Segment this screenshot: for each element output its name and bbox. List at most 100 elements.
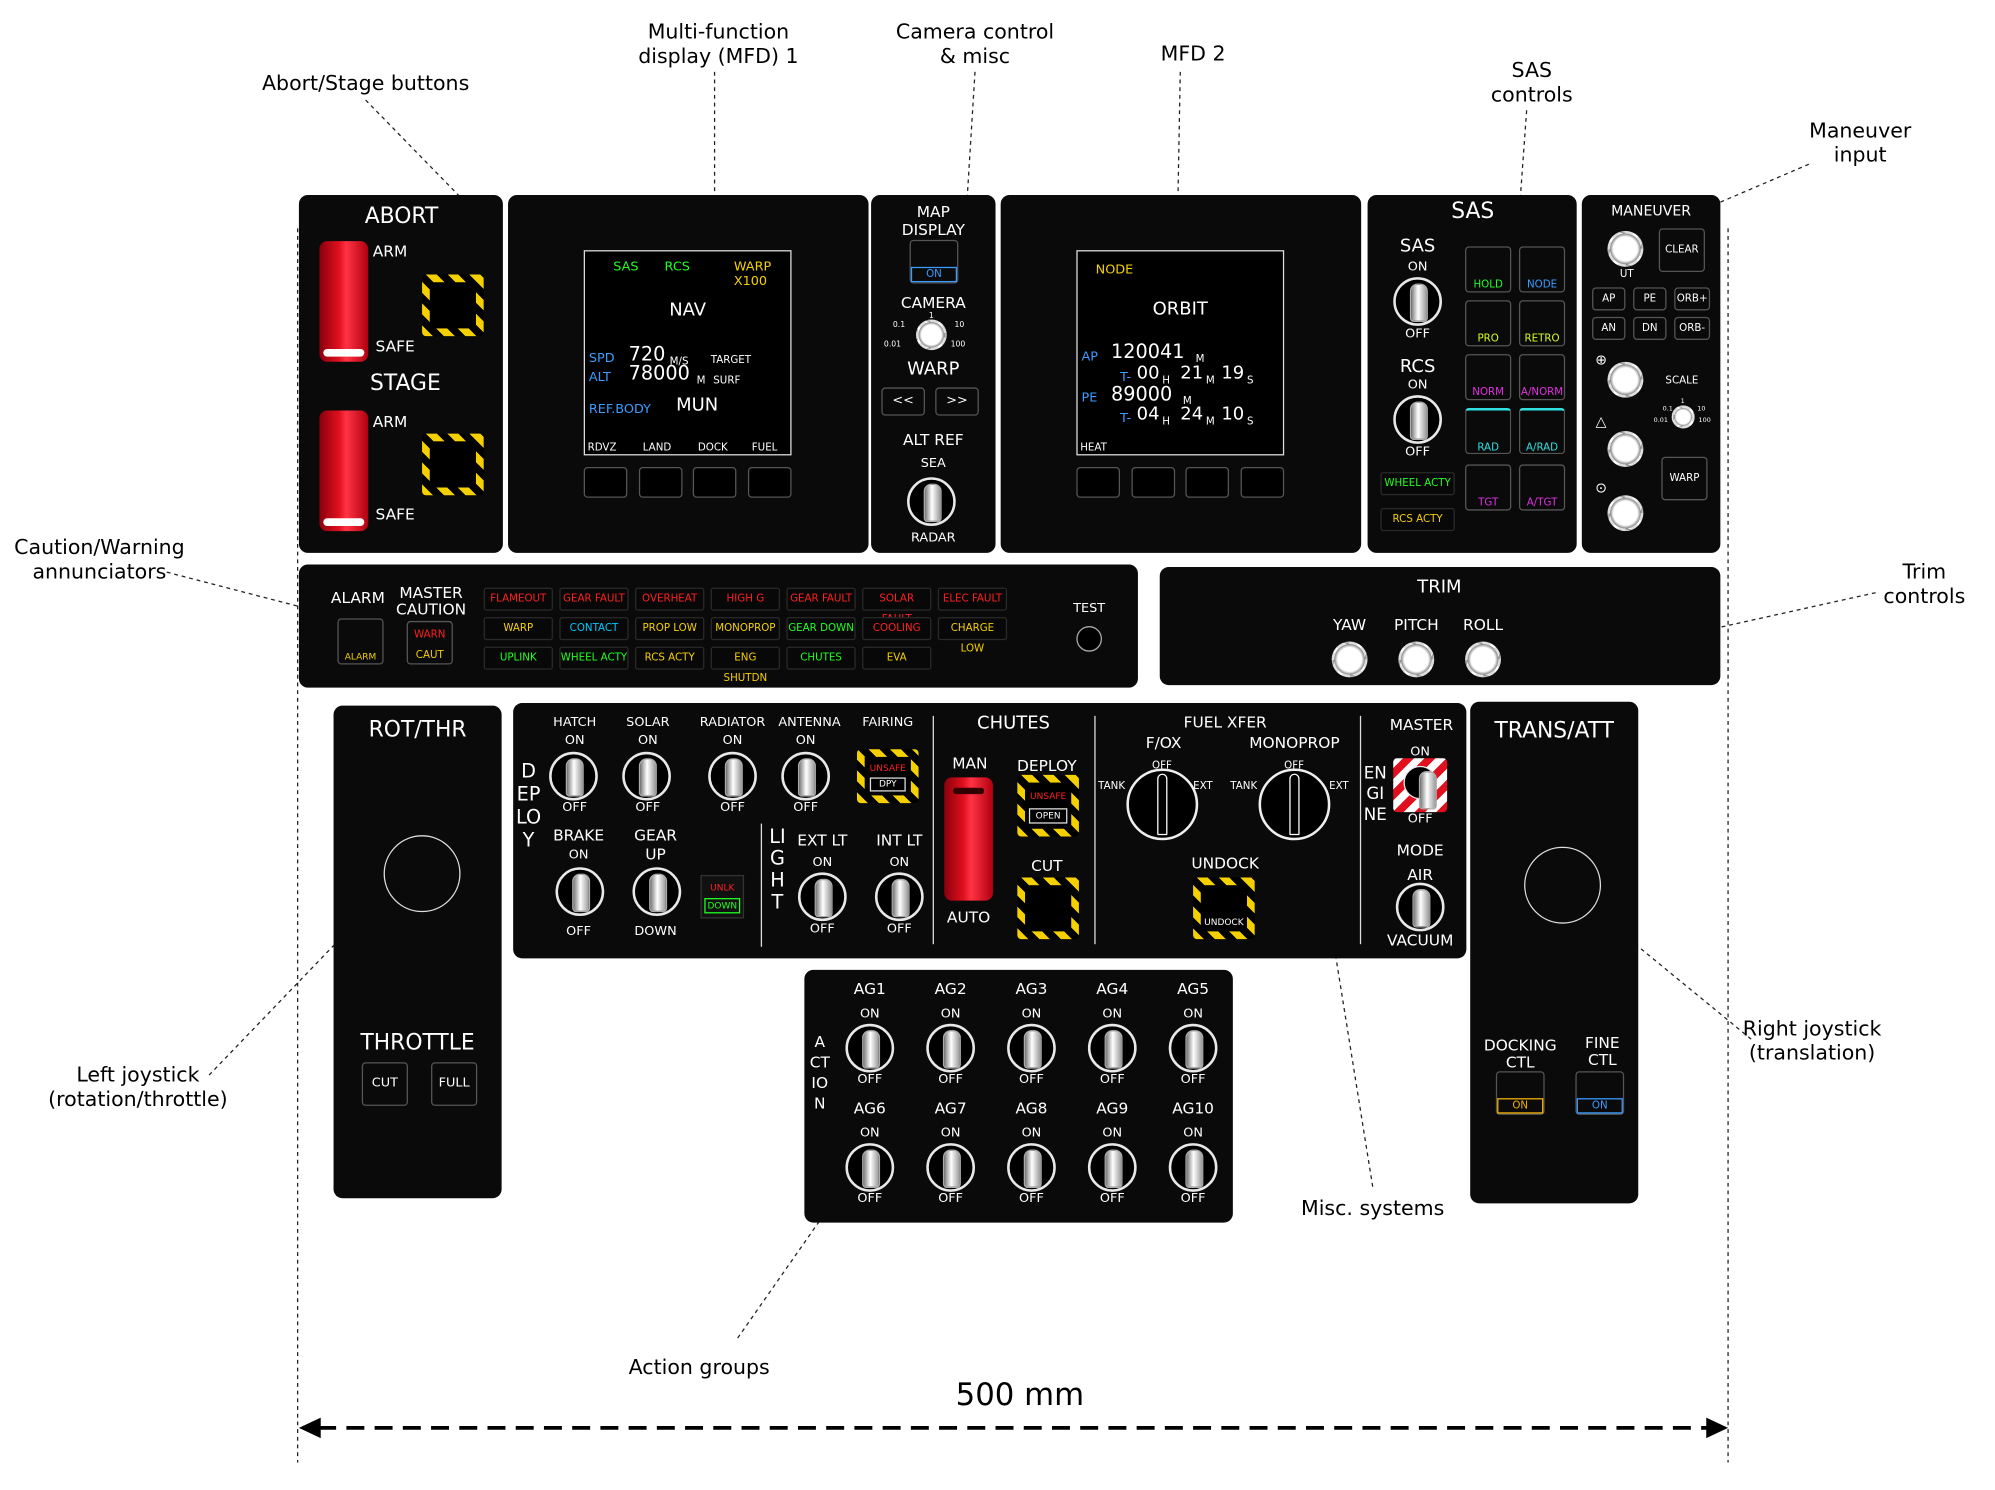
- maneuver-orb-minus-button[interactable]: ORB-: [1674, 316, 1711, 340]
- throttle-cut-button[interactable]: CUT: [361, 1062, 408, 1106]
- ext-lt-off-label: OFF: [809, 922, 835, 937]
- annotation-misc: Misc. systems: [1301, 1195, 1445, 1221]
- sas-anorm-button[interactable]: A/NORM: [1518, 354, 1566, 401]
- alarm-button[interactable]: ALARM: [337, 618, 384, 665]
- int-lt-toggle[interactable]: [874, 872, 924, 922]
- sas-hold-button[interactable]: HOLD: [1465, 246, 1512, 293]
- maneuver-clear-button[interactable]: CLEAR: [1658, 228, 1705, 272]
- mfd2-pe-label: PE: [1081, 391, 1098, 406]
- maneuver-scale-max: 100: [1698, 416, 1711, 425]
- abort-button[interactable]: [422, 274, 484, 337]
- warp-forward-button[interactable]: >>: [935, 387, 979, 416]
- mfd1-softkey-4[interactable]: [747, 466, 792, 498]
- hatch-toggle[interactable]: [549, 751, 598, 801]
- maneuver-orb-plus-button[interactable]: ORB+: [1674, 287, 1711, 311]
- mfd2-softkey-3[interactable]: [1185, 466, 1230, 498]
- mfd1-alt: 78000: [628, 361, 690, 385]
- sas-tgt-button[interactable]: TGT: [1465, 464, 1512, 511]
- engine-master-guard[interactable]: [1393, 758, 1448, 813]
- mfd1-softkey-1[interactable]: [583, 466, 628, 498]
- trim-pitch-knob[interactable]: [1398, 641, 1435, 678]
- maneuver-prograde-knob[interactable]: [1607, 361, 1644, 398]
- maneuver-warp-button[interactable]: WARP: [1661, 456, 1708, 501]
- brake-toggle[interactable]: [555, 867, 605, 916]
- throttle-full-button[interactable]: FULL: [431, 1062, 478, 1106]
- left-joystick[interactable]: [383, 835, 461, 913]
- solar-label: SOLAR: [626, 715, 670, 730]
- mfd2-softkey-4[interactable]: [1240, 466, 1285, 498]
- action-group-toggle[interactable]: [845, 1143, 895, 1192]
- engine-mode-toggle[interactable]: [1395, 882, 1445, 932]
- gear-label: GEAR: [634, 826, 678, 845]
- action-group-label: AG3: [1015, 980, 1048, 999]
- chutes-mode-switch[interactable]: [944, 777, 993, 901]
- fine-ctl-button[interactable]: ON: [1575, 1071, 1625, 1115]
- sas-node-button[interactable]: NODE: [1518, 246, 1566, 293]
- camera-scale-knob[interactable]: [915, 319, 947, 351]
- action-group-toggle[interactable]: [1007, 1023, 1056, 1073]
- abort-cover-band: [323, 348, 365, 357]
- maneuver-radial-knob[interactable]: [1607, 495, 1644, 532]
- action-group-toggle[interactable]: [1168, 1023, 1218, 1073]
- action-group-toggle[interactable]: [1168, 1143, 1218, 1192]
- action-group-toggle[interactable]: [926, 1143, 976, 1192]
- docking-ctl-button[interactable]: ON: [1495, 1071, 1545, 1115]
- action-group-on-label: ON: [859, 1007, 880, 1022]
- sas-pro-button[interactable]: PRO: [1465, 300, 1512, 347]
- sas-retro-button[interactable]: RETRO: [1518, 300, 1566, 347]
- sas-rad-button[interactable]: RAD: [1465, 407, 1512, 455]
- action-group-toggle[interactable]: [845, 1023, 895, 1073]
- maneuver-ap-button[interactable]: AP: [1592, 287, 1626, 311]
- action-group-off-label: OFF: [857, 1072, 883, 1087]
- right-joystick[interactable]: [1524, 846, 1602, 924]
- trim-roll-knob[interactable]: [1465, 641, 1501, 678]
- action-group-toggle[interactable]: [926, 1023, 976, 1073]
- test-button[interactable]: [1076, 626, 1103, 652]
- chutes-deploy-button[interactable]: UNSAFE OPEN: [1017, 774, 1079, 837]
- mfd1-softkey-3[interactable]: [692, 466, 737, 498]
- sas-atgt-button[interactable]: A/TGT: [1518, 464, 1566, 511]
- ext-lt-toggle[interactable]: [797, 872, 847, 922]
- rcs-toggle[interactable]: [1393, 395, 1442, 444]
- warp-rewind-button[interactable]: <<: [881, 387, 925, 416]
- sas-norm-button[interactable]: NORM: [1465, 354, 1512, 401]
- chutes-divider: [932, 715, 934, 945]
- maneuver-normal-knob[interactable]: [1607, 431, 1644, 467]
- mfd1-alt-unit: M: [696, 374, 706, 387]
- radiator-toggle[interactable]: [708, 751, 757, 801]
- chutes-cut-button[interactable]: [1017, 877, 1079, 940]
- action-group-off-label: OFF: [1019, 1191, 1044, 1206]
- action-group-toggle[interactable]: [1007, 1143, 1056, 1192]
- fox-transfer-dial[interactable]: [1126, 768, 1199, 841]
- maneuver-an-button[interactable]: AN: [1592, 316, 1626, 340]
- engine-master-on-label: ON: [1410, 745, 1431, 760]
- monoprop-transfer-dial[interactable]: [1258, 768, 1331, 841]
- abort-cover[interactable]: [319, 241, 369, 362]
- sas-toggle[interactable]: [1393, 277, 1442, 326]
- action-group-toggle[interactable]: [1087, 1143, 1137, 1192]
- stage-button[interactable]: [422, 433, 484, 496]
- maneuver-ut-knob[interactable]: [1607, 230, 1644, 267]
- mfd2-softkey-2[interactable]: [1131, 466, 1176, 498]
- alt-ref-toggle[interactable]: [907, 477, 956, 526]
- mfd2-softkey-1[interactable]: [1076, 466, 1120, 498]
- action-group-toggle[interactable]: [1087, 1023, 1137, 1073]
- fairing-button[interactable]: UNSAFE DPY: [856, 749, 919, 804]
- brake-on-label: ON: [568, 847, 589, 863]
- stage-cover[interactable]: [319, 410, 369, 532]
- map-display-button[interactable]: ON: [909, 239, 959, 284]
- undock-button[interactable]: UNDOCK: [1193, 877, 1255, 940]
- trim-yaw-knob[interactable]: [1331, 641, 1368, 678]
- chutes-deploy-label: DEPLOY: [1017, 756, 1077, 775]
- deploy-vertical-label: DEPLOY: [515, 759, 542, 852]
- solar-toggle[interactable]: [622, 751, 671, 801]
- master-caution-button[interactable]: WARN CAUT: [406, 620, 453, 665]
- gear-toggle[interactable]: [632, 867, 682, 916]
- maneuver-pe-button[interactable]: PE: [1633, 287, 1667, 311]
- maneuver-dn-button[interactable]: DN: [1633, 316, 1667, 340]
- maneuver-scale-knob[interactable]: [1671, 405, 1695, 429]
- antenna-toggle[interactable]: [781, 751, 831, 801]
- action-group-off-label: OFF: [1180, 1191, 1206, 1206]
- sas-arad-button[interactable]: A/RAD: [1518, 407, 1566, 455]
- mfd1-softkey-2[interactable]: [638, 466, 683, 498]
